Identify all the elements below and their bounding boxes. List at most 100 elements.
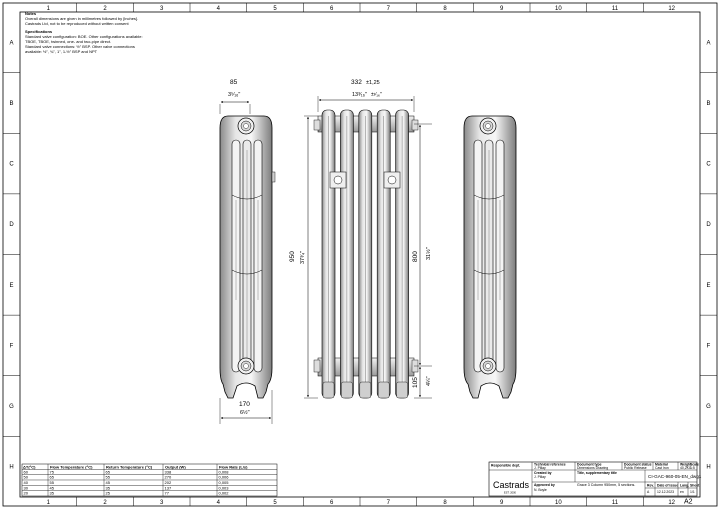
row-label: C	[706, 162, 711, 168]
front-width-in-tol: ±¹⁄₁₆"	[371, 92, 382, 98]
centres-in: 31½"	[425, 247, 432, 260]
table-cell: 0,008	[219, 469, 230, 474]
spec-line: TBOE, TBOE, twinned, one- and two-pipe d…	[25, 38, 112, 44]
responsible-label: Responsible dept.	[491, 464, 520, 468]
row-label: A	[9, 40, 13, 46]
notes-line: Castrads Ltd, not to be reproduced witho…	[25, 20, 129, 26]
foot-in: 4¼"	[426, 376, 432, 386]
centres-mm: 800	[412, 251, 419, 262]
row-label: G	[9, 404, 14, 410]
table-cell: 50	[24, 475, 29, 480]
table-cell: 77	[165, 491, 170, 496]
table-cell: 0,002	[219, 491, 230, 496]
column-label: 7	[387, 6, 391, 12]
column-label: 5	[273, 500, 277, 506]
column-label: 9	[500, 500, 504, 506]
table-header-4: Flow Rate (L/s)	[219, 465, 248, 470]
spec-line: Standard valve configuration: BOE. Other…	[25, 34, 143, 40]
table-cell: 60	[24, 469, 29, 474]
rev-label: Rev.	[647, 484, 654, 488]
row-label: C	[9, 162, 14, 168]
sheet-value: 1/1	[690, 490, 695, 494]
technical-ref-value: J. Pillay	[534, 466, 546, 470]
table-cell: 75	[50, 469, 55, 474]
row-label: E	[706, 283, 710, 289]
created-label: Created by	[534, 471, 552, 475]
scale-label: Scale	[690, 463, 699, 467]
table-cell: 0,003	[219, 485, 230, 490]
doc-status-value: Public Release	[624, 466, 647, 470]
column-label: 4	[217, 500, 221, 506]
row-label: D	[9, 222, 14, 228]
material-value: Cast Iron	[655, 466, 669, 470]
title-label: Title, supplementary title	[577, 471, 617, 475]
date-value: 12.12.2023	[657, 490, 674, 494]
table-cell: 55	[106, 475, 111, 480]
table-cell: 338	[165, 469, 172, 474]
table-cell: 55	[50, 480, 55, 485]
column-label: 4	[217, 6, 221, 12]
material-label: Material	[655, 463, 668, 467]
column-label: 12	[668, 500, 675, 506]
column-label: 3	[160, 500, 164, 506]
row-label: B	[706, 101, 710, 107]
side-view-left	[219, 115, 276, 399]
column-label: 2	[103, 500, 107, 506]
table-cell: 270	[165, 475, 172, 480]
column-label: 1	[47, 500, 51, 506]
column-label: 5	[273, 6, 277, 12]
spec-line: available: ½", ¾", 1", 1-½" BSP and NPT	[25, 48, 98, 54]
column-label: 11	[612, 500, 619, 506]
table-cell: 202	[165, 480, 172, 485]
side-width-mm: 85	[230, 79, 238, 86]
column-label: 8	[443, 6, 447, 12]
height-mm: 950	[289, 251, 296, 262]
notes-line: Overall dimensions are given in millimet…	[25, 15, 139, 21]
depth-in: 6½"	[240, 409, 250, 416]
castrads-logo: Castrads	[493, 480, 530, 490]
side-view-right	[463, 115, 517, 399]
height-dimension: 950 37³⁄₄"	[289, 115, 318, 399]
date-label: Date of issue	[657, 484, 678, 488]
column-label: 12	[668, 6, 675, 12]
row-label: H	[9, 465, 13, 471]
weight-value: 40,2KG	[680, 466, 692, 470]
table-cell: 65	[50, 475, 55, 480]
front-width-tol: ±1,25	[366, 80, 380, 86]
approved-label: Approved by	[534, 483, 555, 487]
height-in: 37³⁄₄"	[300, 251, 306, 264]
created-value: J. Pillay	[534, 475, 546, 479]
table-cell: 40	[24, 480, 29, 485]
table-cell: 0,005	[219, 480, 230, 485]
table-cell: 65	[106, 469, 111, 474]
side-width-dimension: 85 3⁵⁄₁₆"	[219, 79, 251, 114]
table-cell: 45	[50, 485, 55, 490]
column-label: 10	[555, 500, 562, 506]
column-label: 8	[443, 500, 447, 506]
column-label: 6	[330, 500, 334, 506]
table-header-0: ΔT(°C)	[23, 465, 36, 470]
row-label: F	[707, 343, 711, 349]
table-cell: 30	[24, 485, 29, 490]
specifications-title: Specifications	[25, 29, 53, 35]
table-cell: 25	[106, 491, 111, 496]
table-cell: 20	[24, 491, 29, 496]
column-label: 7	[387, 500, 391, 506]
front-width-mm: 332	[351, 79, 362, 86]
row-label: D	[706, 222, 711, 228]
notes-block: Notes Overall dimensions are given in mi…	[25, 11, 265, 54]
front-width-in: 13³⁄₁₆"	[352, 92, 367, 98]
title-block: Responsible dept. Castrads EST. 2000 Tec…	[488, 461, 702, 506]
column-label: 2	[103, 6, 107, 12]
sheet-label: Sheet	[690, 484, 700, 488]
rev-value: A	[647, 490, 650, 494]
sheet-size: A2	[684, 499, 693, 506]
depth-mm: 170	[239, 401, 250, 408]
doc-type-value: Dimensions Drawing	[577, 466, 608, 470]
column-label: 9	[500, 6, 504, 12]
drawing-number: CI-GAC-960-05-EN_dwg1	[648, 474, 702, 479]
table-header-1: Flow Temperature (°C)	[50, 465, 93, 470]
table-cell: 35	[106, 485, 111, 490]
